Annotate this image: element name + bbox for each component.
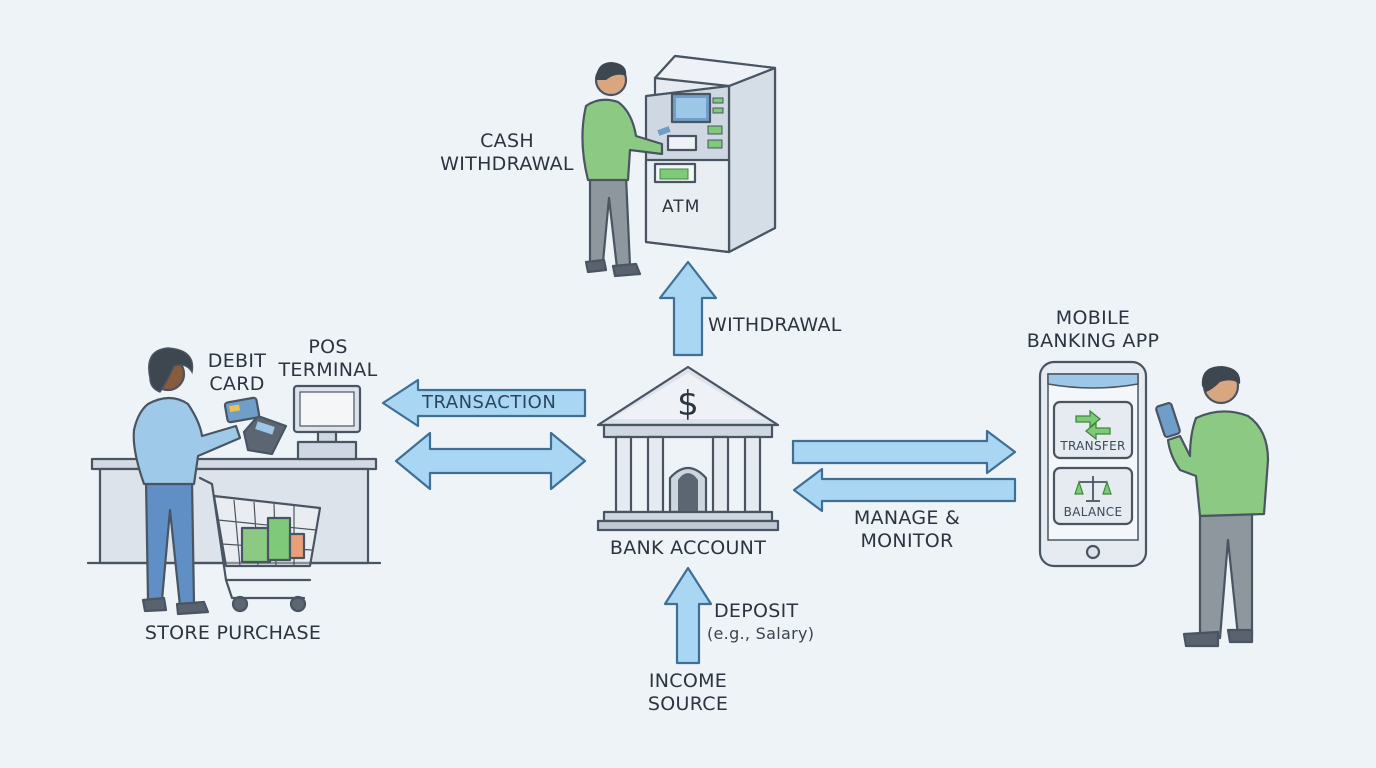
arrow-withdrawal-up bbox=[658, 260, 718, 357]
dollar-sign-icon: $ bbox=[677, 384, 699, 424]
arrow-from-app-left bbox=[792, 467, 1017, 513]
income-source-label: INCOME SOURCE bbox=[628, 670, 748, 716]
card-reader-icon bbox=[242, 414, 288, 456]
withdrawal-label: WITHDRAWAL bbox=[708, 314, 842, 336]
atm-machine-icon bbox=[644, 54, 777, 254]
bank-account-label: BANK ACCOUNT bbox=[609, 537, 767, 559]
bank-building-icon bbox=[596, 365, 780, 532]
cash-withdrawal-line-2: WITHDRAWAL bbox=[440, 153, 574, 175]
smartphone-icon bbox=[1038, 360, 1148, 568]
deposit-example-label: (e.g., Salary) bbox=[707, 624, 815, 643]
transaction-label: TRANSACTION bbox=[422, 392, 557, 413]
app-balance-label: BALANCE bbox=[1063, 505, 1123, 519]
person-at-atm-icon bbox=[581, 62, 671, 278]
atm-label: ATM bbox=[662, 197, 701, 217]
debit-card-label: DEBIT CARD bbox=[196, 350, 278, 396]
store-purchase-label: STORE PURCHASE bbox=[144, 622, 322, 644]
arrow-to-app-right bbox=[791, 429, 1017, 475]
shopper-person-icon bbox=[132, 347, 242, 616]
manage-monitor-line-2: MONITOR bbox=[860, 530, 954, 552]
app-transfer-label: TRANSFER bbox=[1060, 439, 1126, 453]
cash-withdrawal-line-1: CASH bbox=[480, 130, 534, 152]
debit-card-line-2: CARD bbox=[209, 373, 265, 395]
arrow-double-horizontal bbox=[394, 431, 587, 491]
pos-terminal-line-1: POS bbox=[308, 336, 348, 358]
pos-terminal-label: POS TERMINAL bbox=[268, 336, 388, 382]
mobile-banking-app-line-1: MOBILE bbox=[1055, 307, 1131, 329]
income-source-line-2: SOURCE bbox=[647, 693, 729, 715]
manage-monitor-label: MANAGE & MONITOR bbox=[836, 507, 978, 553]
mobile-banking-app-label: MOBILE BANKING APP bbox=[1010, 307, 1176, 353]
income-source-line-1: INCOME bbox=[648, 670, 728, 692]
pos-terminal-icon bbox=[292, 384, 362, 461]
scale-icon bbox=[1074, 476, 1112, 502]
arrow-deposit-up bbox=[663, 566, 713, 665]
arrow-transaction-left bbox=[381, 378, 587, 428]
transfer-icon bbox=[1075, 409, 1111, 441]
debit-card-icon bbox=[223, 396, 261, 424]
mobile-banking-app-line-2: BANKING APP bbox=[1026, 330, 1160, 352]
cash-withdrawal-label: CASH WITHDRAWAL bbox=[424, 130, 590, 176]
pos-terminal-line-2: TERMINAL bbox=[278, 359, 378, 381]
shopping-cart-icon bbox=[198, 476, 322, 613]
deposit-label: DEPOSIT bbox=[714, 600, 799, 622]
manage-monitor-line-1: MANAGE & bbox=[853, 507, 961, 529]
debit-card-line-1: DEBIT bbox=[207, 350, 267, 372]
mobile-user-person-icon bbox=[1155, 366, 1270, 648]
